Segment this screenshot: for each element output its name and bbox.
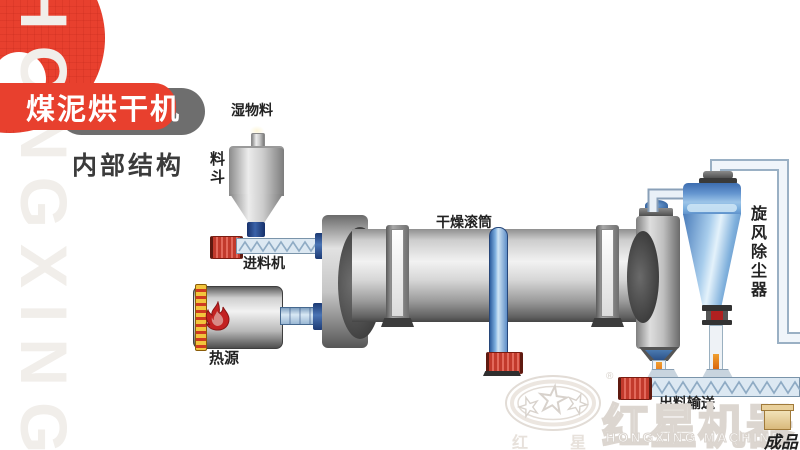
feeder-screw-icon <box>238 240 322 253</box>
drum-drive-pipe <box>489 227 508 354</box>
conveyor-screw-icon <box>647 380 800 395</box>
discharge-box-flange <box>639 208 673 218</box>
flame-icon <box>205 301 230 331</box>
airlock-top-flange <box>702 305 732 311</box>
watermark-char-hong: 红 <box>512 435 529 450</box>
cyclone-drop-pipe <box>709 325 723 377</box>
feeder-tube <box>236 238 322 254</box>
support-ring-left <box>386 225 409 321</box>
support-ring-right-foot <box>591 318 624 327</box>
support-ring-left-slot <box>391 229 404 317</box>
drive-motor-base <box>483 371 521 376</box>
airlock-bottom-flange <box>702 320 732 325</box>
exhaust-duct <box>710 159 800 344</box>
discharge-conveyor-tube <box>645 377 800 397</box>
page-subtitle: 内部结构 <box>72 152 185 180</box>
cyclone-body-band <box>687 204 737 212</box>
watermark-brand-en: HONGXING MACHINE <box>606 430 783 446</box>
cyclone-material-glow <box>713 354 719 375</box>
cyclone-body <box>683 183 741 216</box>
label-finished-product: 成品 <box>764 433 798 450</box>
star-logo-icon <box>505 375 601 431</box>
airlock-rotor <box>711 311 723 320</box>
label-heat-source: 热源 <box>209 350 240 367</box>
conveyor-motor <box>618 377 652 400</box>
hopper-outlet <box>247 222 265 237</box>
registered-icon: ® <box>606 371 614 382</box>
watermark-char-xing: 星 <box>570 435 587 450</box>
product-box-icon <box>764 410 791 430</box>
box-to-cyclone-duct <box>647 188 690 212</box>
steam-icon <box>250 126 264 136</box>
label-feeder: 进料机 <box>243 255 285 271</box>
label-hopper: 料斗 <box>208 151 225 187</box>
hopper-body <box>229 146 284 196</box>
label-wet-material: 湿物料 <box>231 102 273 118</box>
support-ring-left-foot <box>381 318 414 327</box>
cyclone-top-flange <box>699 178 737 184</box>
support-ring-right <box>596 225 619 321</box>
label-discharge-conveyor: 出料输送 <box>659 395 715 411</box>
title-banner: 煤泥烘干机 <box>0 83 179 130</box>
hopper-funnel <box>230 194 283 224</box>
drive-motor <box>486 352 523 374</box>
support-ring-right-slot <box>601 229 614 317</box>
hot-air-flange <box>313 303 323 330</box>
label-drying-drum: 干燥滚筒 <box>436 214 492 230</box>
page-title: 煤泥烘干机 <box>26 93 182 126</box>
cyclone-top-cap <box>703 171 733 179</box>
discharge-box-drum-joint <box>627 231 659 323</box>
airlock-body <box>706 311 728 320</box>
feeder-flange <box>315 233 325 259</box>
label-cyclone: 旋风除尘器 <box>748 205 765 300</box>
